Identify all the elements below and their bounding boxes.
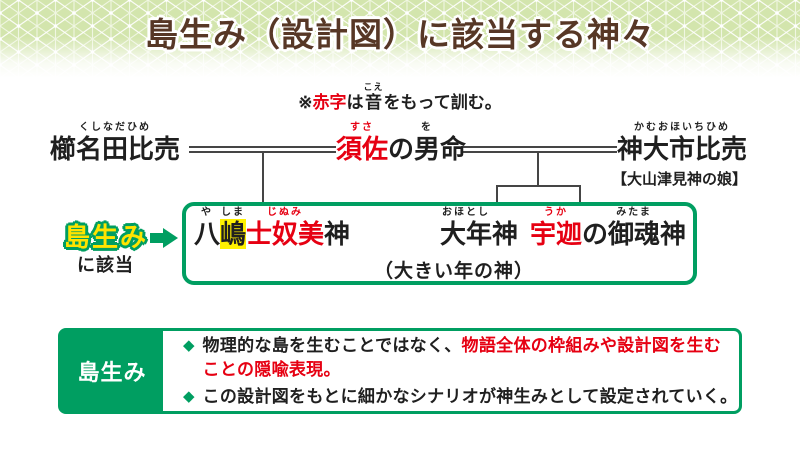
deity-kamuohoichihime: かむおほいちひめ神大市比売 [617, 122, 748, 164]
definition-bullet: ◆ この設計図をもとに細かなシナリオが神生みとして設定されていく。 [183, 385, 738, 409]
title-banner: 島生み（設計図）に該当する神々 [0, 0, 800, 80]
descendants-box [182, 202, 697, 285]
definition-bullet: ◆ 物理的な島を生むことではなく、物語全体の枠組みや設計図を生むことの隠喩表現。 [183, 334, 738, 382]
definition-label: 島生み [61, 331, 163, 411]
arrow-head [163, 228, 178, 248]
descent-line-uka [579, 187, 581, 203]
arrow-tail [150, 233, 163, 243]
descent-line-right [537, 153, 539, 187]
shimaumi-tag-sub: に該当 [77, 255, 134, 275]
bullet-text-2: この設計図をもとに細かなシナリオが神生みとして設定されていく。 [202, 387, 738, 406]
definition-box: 島生み ◆ 物理的な島を生むことではなく、物語全体の枠組みや設計図を生むことの隠… [58, 328, 742, 414]
deity-ukanomitama: うか宇迦のみたま御魂神 [530, 207, 687, 249]
page-title: 島生み（設計図）に該当する神々 [145, 16, 655, 53]
definition-content: ◆ 物理的な島を生むことではなく、物語全体の枠組みや設計図を生むことの隠喩表現。… [163, 331, 744, 411]
banner-fade [0, 0, 800, 80]
deity-yashimajinumi: や八しま嶋じぬみ士奴美神 [194, 207, 351, 249]
bullet-text-1: 物理的な島を生むことではなく、物語全体の枠組みや設計図を生むことの隠喩表現。 [202, 336, 722, 379]
descent-line-yashima [262, 153, 264, 203]
marriage-line-left [189, 146, 336, 153]
descent-line-ohotoshi [496, 187, 498, 203]
ohotoshi-caption: （大きい年の神） [374, 261, 535, 282]
deity-susanoo: すさ須佐のを男命 [336, 122, 467, 164]
kamuohoichihime-note: 【大山津見神の娘】 [612, 171, 748, 188]
diamond-bullet-icon: ◆ [183, 388, 195, 405]
diamond-bullet-icon: ◆ [183, 337, 195, 354]
marriage-line-right [461, 146, 617, 153]
sibling-branch-line [496, 185, 581, 187]
arrow-right-icon [150, 228, 178, 248]
shimaumi-tag: 島生み [64, 222, 149, 252]
deity-kushinadahime: くしなだひめ櫛名田比売 [50, 122, 181, 164]
deity-ohotoshi: おほとし大年神 [440, 207, 519, 249]
reading-note: ※赤字はこえ音をもって訓む。 [298, 82, 502, 112]
